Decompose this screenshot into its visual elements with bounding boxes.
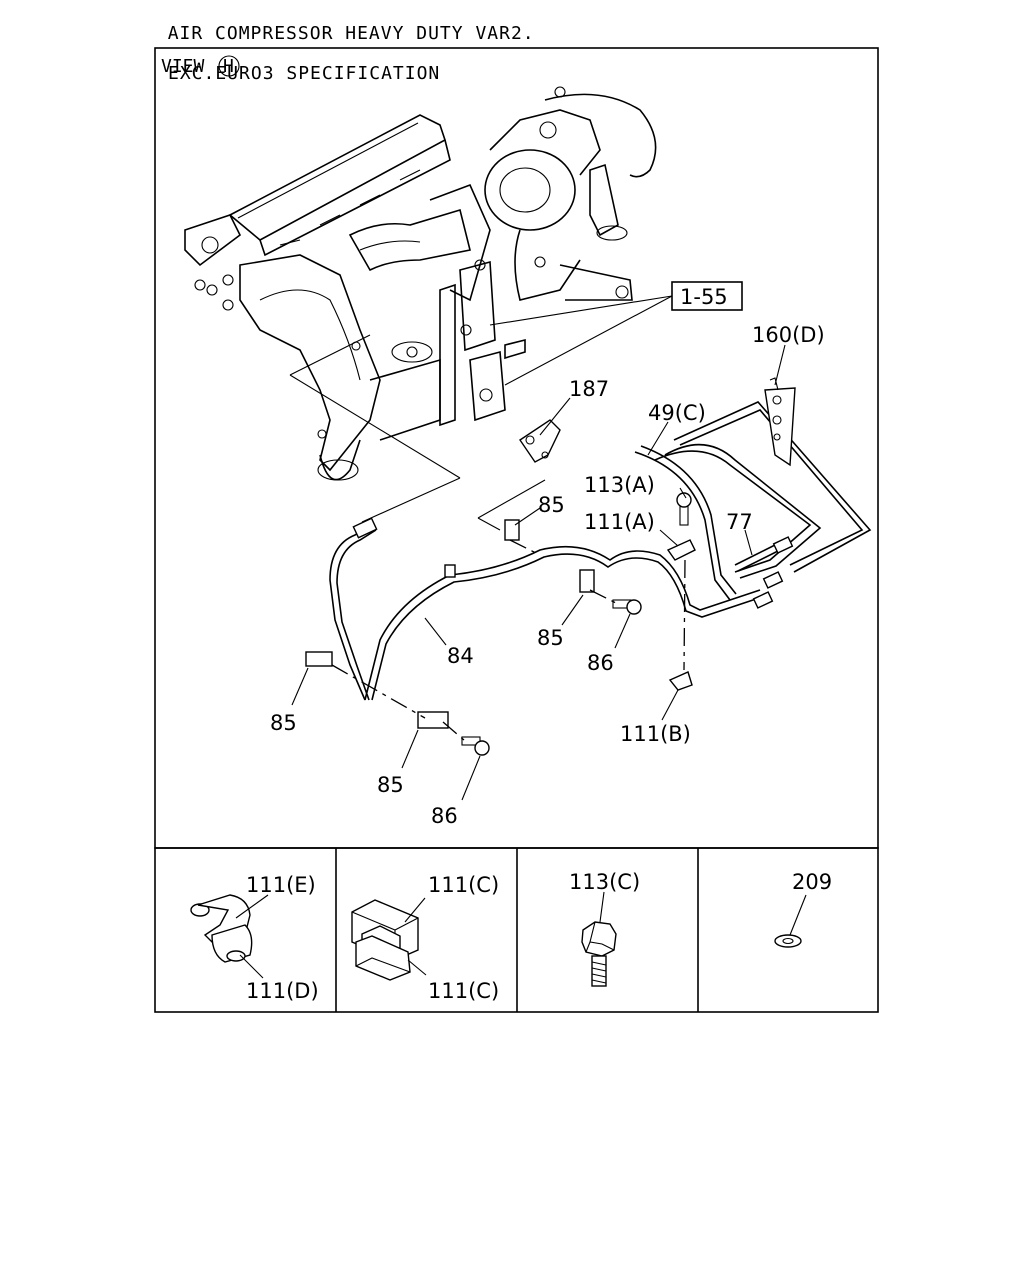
engine-block-drawing <box>184 86 657 523</box>
diagram-title: AIR COMPRESSOR HEAVY DUTY VAR2. EXC.EURO… <box>144 4 535 104</box>
clip-111a <box>666 539 696 561</box>
detail-bolt-113c: 113(C) <box>569 870 640 987</box>
callout-187: 187 <box>569 377 609 401</box>
main-view-frame <box>154 47 879 849</box>
clamp-85-mid <box>579 569 595 593</box>
callout-85-top: 85 <box>538 493 565 517</box>
detail-clamp-111e-111d: 111(E) 111(D) <box>190 873 319 1003</box>
connector-77 <box>734 536 794 609</box>
view-marker-circle <box>218 55 240 77</box>
callout-86-low: 86 <box>431 804 458 828</box>
callout-49c: 49(C) <box>648 401 706 425</box>
callout-84: 84 <box>447 644 474 668</box>
bolt-113a <box>676 492 692 526</box>
view-label: VIEW <box>161 56 205 77</box>
title-line-2: EXC.EURO3 SPECIFICATION <box>168 63 441 84</box>
pipe-49c <box>634 401 872 601</box>
clip-111b <box>668 671 693 691</box>
clamp-85-top <box>504 519 520 541</box>
detail-label-113c: 113(C) <box>569 870 640 894</box>
bracket-187 <box>519 419 561 463</box>
title-line-1: AIR COMPRESSOR HEAVY DUTY VAR2. <box>167 23 535 44</box>
callout-85-low: 85 <box>377 773 404 797</box>
detail-washer-209: 209 <box>774 870 832 948</box>
detail-clamp-111c: 111(C) 111(C) <box>351 873 499 1003</box>
detail-label-111c-top: 111(C) <box>428 873 499 897</box>
clamp-85-left <box>305 651 333 667</box>
pipe-tab <box>444 564 456 578</box>
callout-111a: 111(A) <box>584 510 655 534</box>
callout-111b: 111(B) <box>620 722 691 746</box>
callout-85-left: 85 <box>270 711 297 735</box>
bolt-86-mid <box>612 599 642 615</box>
callout-113a: 113(A) <box>584 473 655 497</box>
detail-label-111d: 111(D) <box>246 979 319 1003</box>
callout-85-mid: 85 <box>537 626 564 650</box>
callout-77: 77 <box>726 510 753 534</box>
detail-label-111c-bottom: 111(C) <box>428 979 499 1003</box>
bracket-160d <box>764 377 796 467</box>
callout-86-mid: 86 <box>587 651 614 675</box>
clamp-85-low <box>417 711 449 729</box>
ref-box-1-55 <box>671 281 743 311</box>
view-marker: H <box>223 56 234 77</box>
pipe-84 <box>329 517 763 701</box>
detail-label-111e: 111(E) <box>246 873 316 897</box>
callout-1-55: 1-55 <box>680 285 728 309</box>
callout-160d: 160(D) <box>752 323 825 347</box>
bolt-86-low <box>461 736 490 756</box>
detail-label-209: 209 <box>792 870 832 894</box>
leader-lines <box>291 295 786 801</box>
